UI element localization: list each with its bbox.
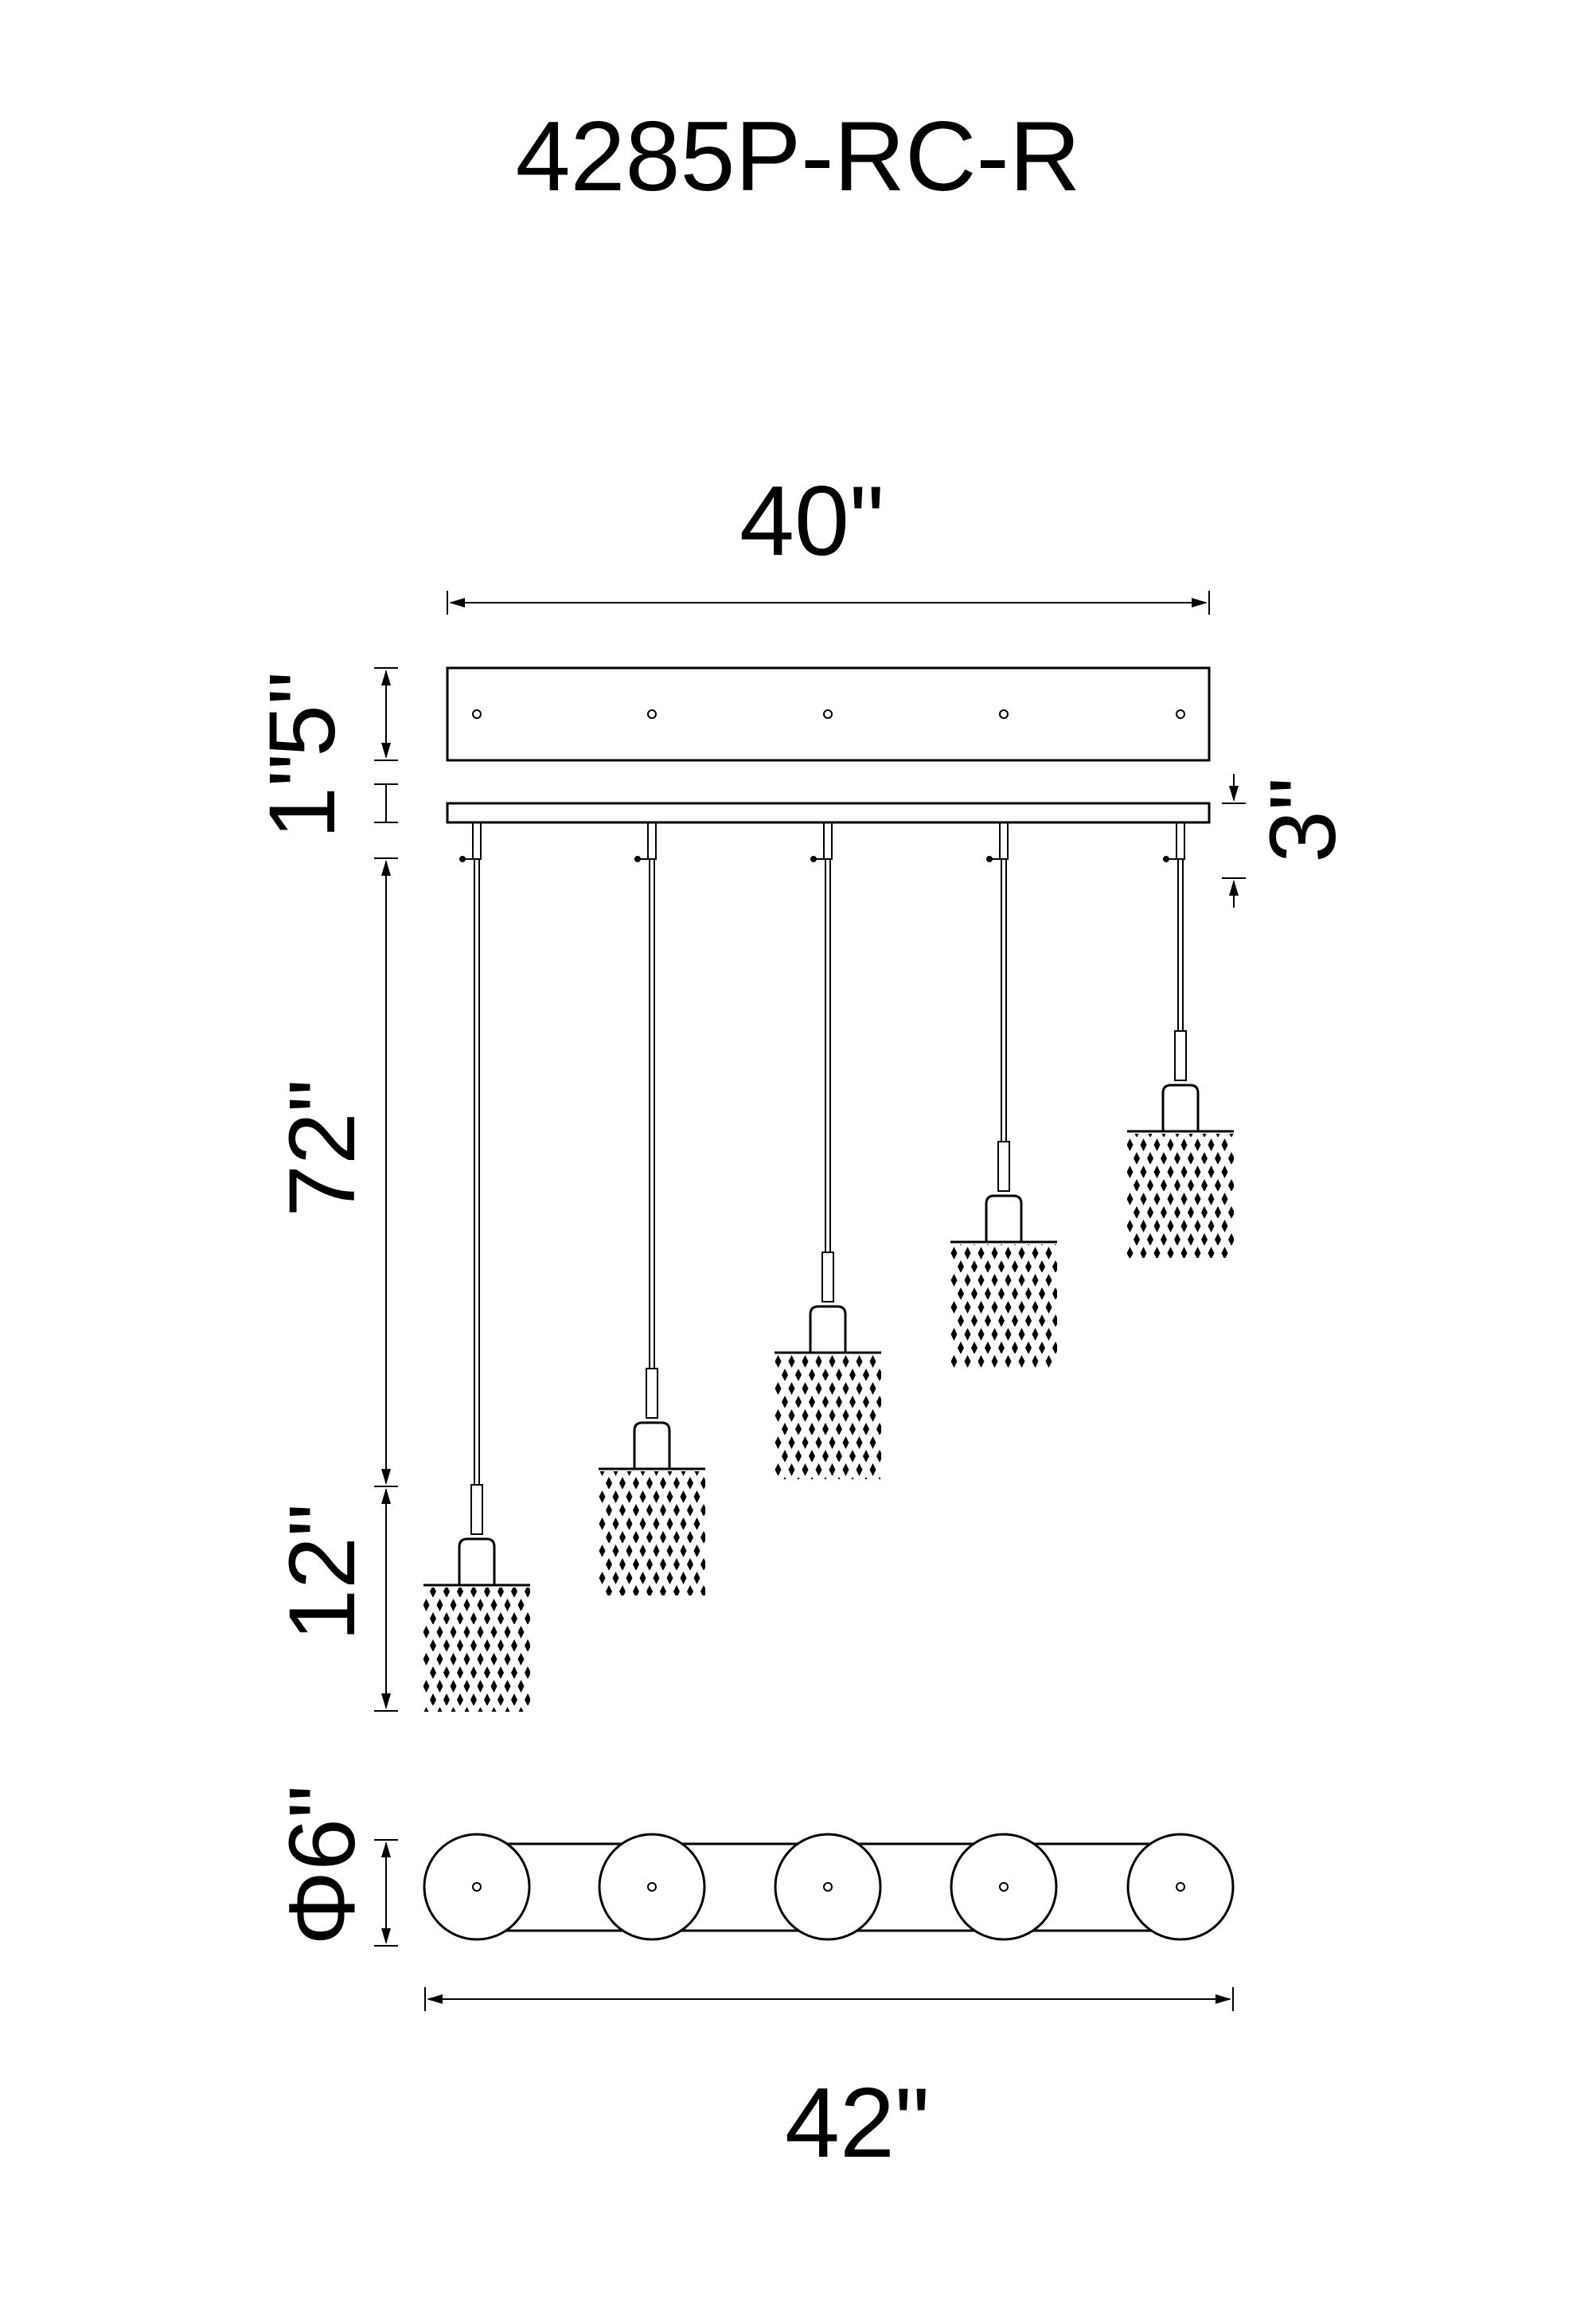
socket-cup xyxy=(458,1537,496,1585)
socket-cup xyxy=(985,1194,1023,1242)
shade-center-point xyxy=(1176,1882,1185,1892)
socket-cup xyxy=(809,1305,847,1353)
dimension-canopy-height: 1" xyxy=(250,753,398,839)
canopy-hole xyxy=(1176,709,1185,719)
cable-gripper xyxy=(821,1252,834,1302)
shade-plan-circle xyxy=(774,1833,882,1941)
clip-screw-head xyxy=(986,856,993,862)
cable-gripper xyxy=(646,1368,658,1419)
clip-screw-head xyxy=(810,856,817,862)
shade-center-point xyxy=(472,1882,482,1892)
shade-plan-circle xyxy=(598,1833,706,1941)
shade-center-point xyxy=(999,1882,1009,1892)
canopy-plate xyxy=(446,666,1211,762)
cable-clip xyxy=(472,822,482,860)
shade-center-point xyxy=(647,1882,657,1892)
crystal-shade xyxy=(1127,1134,1234,1258)
crystal-shade xyxy=(950,1244,1057,1369)
dimension-bar-height: 3" xyxy=(1222,774,1356,908)
clip-screw-head xyxy=(1163,856,1169,862)
pendant xyxy=(423,822,530,1712)
cable-clip xyxy=(1176,822,1185,860)
pendant xyxy=(775,822,881,1479)
label-cable-length: 72" xyxy=(270,1079,375,1217)
crystal-shade xyxy=(599,1471,705,1595)
dimension-pendant-diameter: Φ6" xyxy=(270,1785,398,1947)
dimension-pendant-height: 12" xyxy=(270,1488,398,1712)
clip-screw-head xyxy=(634,856,641,862)
label-canopy-width: 40" xyxy=(739,467,884,576)
dimension-canopy-depth: 5" xyxy=(250,667,398,761)
label-canopy-height: 1" xyxy=(250,753,355,839)
model-number-title: 4285P-RC-R xyxy=(515,102,1081,212)
cable-gripper xyxy=(1174,1030,1187,1081)
label-canopy-depth: 5" xyxy=(250,671,355,757)
label-pendant-diameter: Φ6" xyxy=(270,1785,375,1946)
cable-clip xyxy=(823,822,833,860)
pendant xyxy=(950,822,1057,1369)
shade-plan-circle xyxy=(423,1833,531,1941)
canopy-hole xyxy=(999,709,1009,719)
socket-cup xyxy=(633,1421,671,1469)
plan-view-shades xyxy=(423,1833,1235,1941)
cable-clip xyxy=(999,822,1009,860)
pendant-group xyxy=(423,822,1234,1712)
shade-plan-circle xyxy=(1126,1833,1235,1941)
label-pendant-height: 12" xyxy=(270,1503,375,1641)
socket-cup xyxy=(1161,1084,1200,1131)
canopy-hole xyxy=(472,709,482,719)
mounting-bar xyxy=(446,802,1211,824)
clip-screw-head xyxy=(459,856,466,862)
label-overall-width: 42" xyxy=(785,2068,930,2178)
cable-clip xyxy=(647,822,657,860)
canopy-hole xyxy=(823,709,833,719)
crystal-shade xyxy=(423,1588,530,1712)
canopy-hole xyxy=(647,709,657,719)
shade-plan-circle xyxy=(950,1833,1058,1941)
label-bar-height: 3" xyxy=(1251,777,1356,863)
dimension-overall-width: 42" xyxy=(424,1987,1234,2178)
cable-gripper xyxy=(997,1141,1010,1192)
cable-gripper xyxy=(470,1484,483,1535)
canopy-mount-holes xyxy=(472,709,1185,719)
crystal-shade xyxy=(775,1355,881,1479)
pendant xyxy=(1127,822,1234,1258)
pendant xyxy=(599,822,705,1595)
shade-center-point xyxy=(823,1882,833,1892)
dimension-canopy-width: 40" xyxy=(447,467,1210,615)
dimension-cable-length: 72" xyxy=(270,857,398,1487)
